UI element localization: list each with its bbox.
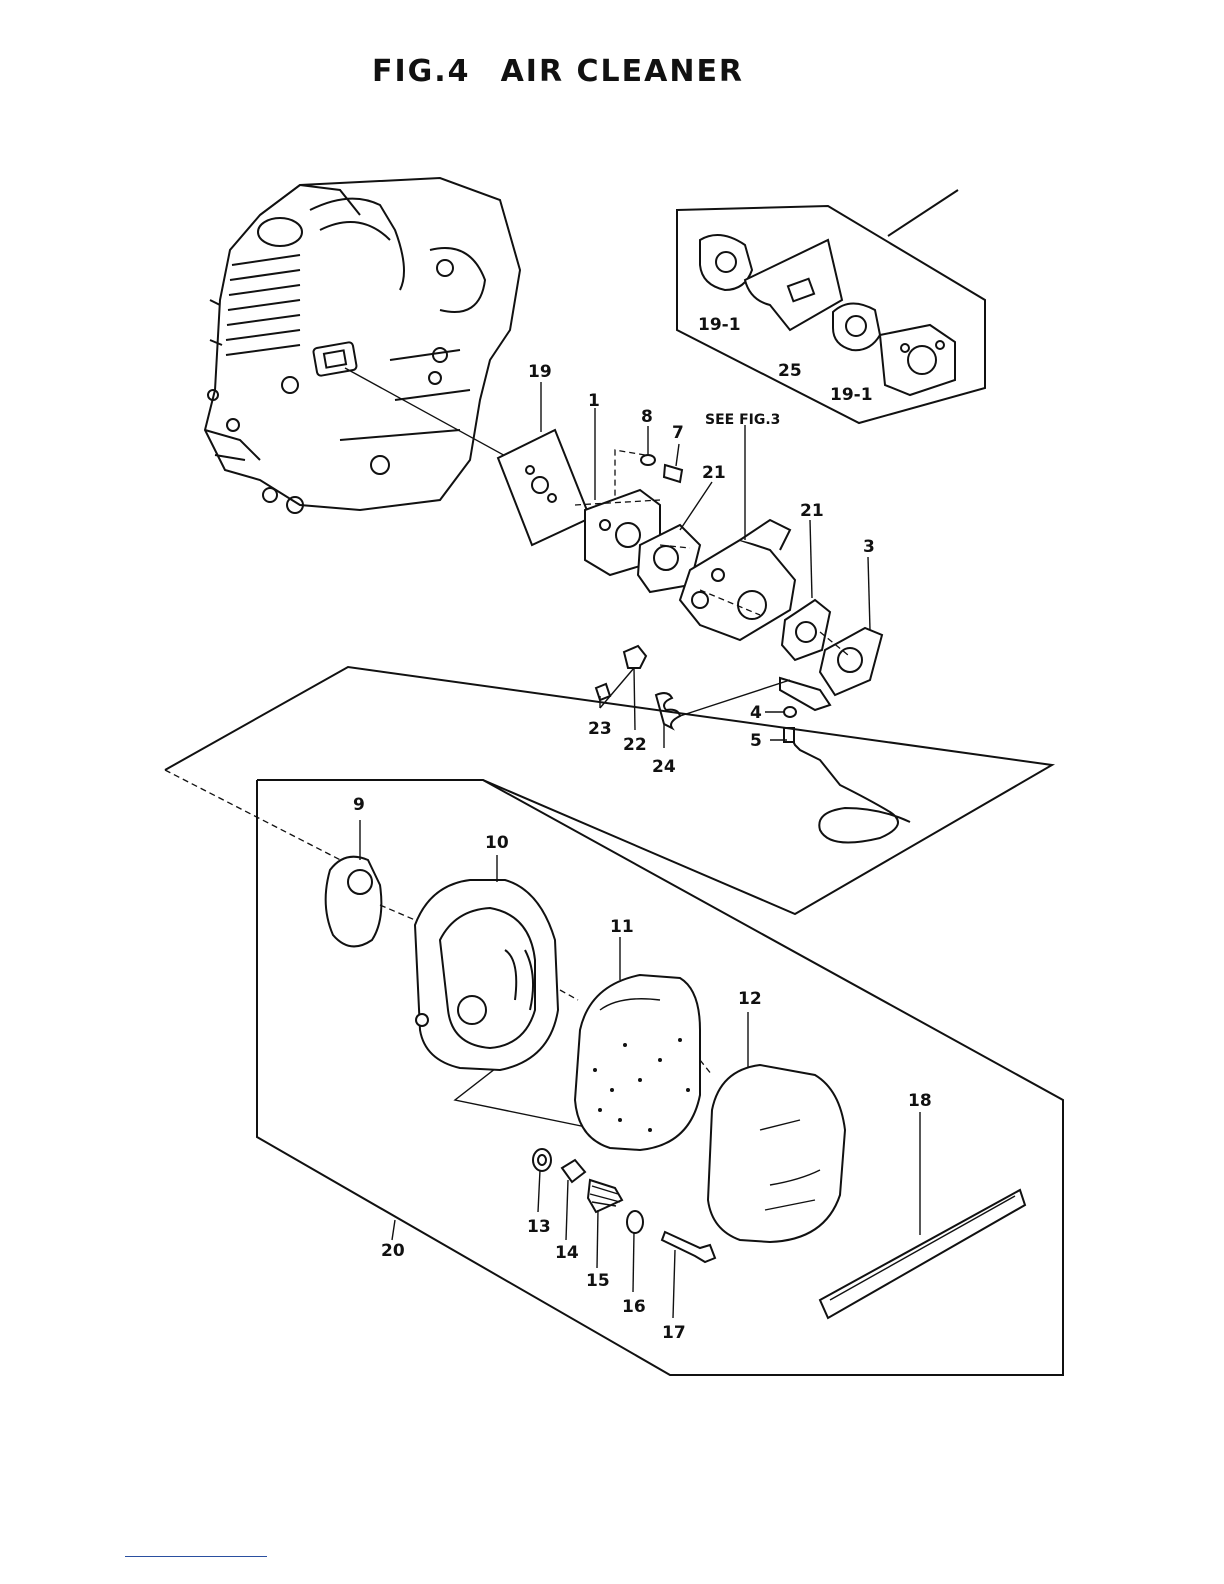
- insulator-block: [880, 325, 955, 395]
- callout-5: 5: [750, 731, 762, 751]
- collar-22: [624, 646, 646, 668]
- callout-18: 18: [908, 1091, 932, 1111]
- callout-9: 9: [353, 795, 365, 815]
- footer-divider: [125, 1556, 267, 1557]
- gasket-9: [326, 857, 382, 947]
- callout-8: 8: [641, 407, 653, 427]
- washer-13: [533, 1149, 551, 1171]
- spring-15: [588, 1180, 622, 1212]
- callout-17: 17: [662, 1323, 686, 1343]
- callout-23: 23: [588, 719, 612, 739]
- screw-17: [662, 1232, 715, 1262]
- callout-14: 14: [555, 1243, 579, 1263]
- collar-14: [562, 1160, 585, 1182]
- callout-22: 22: [623, 735, 647, 755]
- washer-8: [641, 455, 655, 465]
- callout-1: 1: [588, 391, 600, 411]
- gasket-19-1-right: [833, 303, 880, 350]
- callout-19: 19: [528, 362, 552, 382]
- callout-12: 12: [738, 989, 762, 1009]
- callout-15: 15: [586, 1271, 610, 1291]
- carburetor-assembly: [498, 382, 910, 843]
- callout-4: 4: [750, 703, 762, 723]
- washer-16: [627, 1211, 643, 1233]
- wire-5: [790, 735, 910, 843]
- plate-3: [820, 628, 882, 695]
- callout-16: 16: [622, 1297, 646, 1317]
- callout-19-1-left: 19-1: [698, 315, 741, 335]
- callout-3: 3: [863, 537, 875, 557]
- air-cleaner-parts: [326, 820, 1025, 1318]
- nut-4: [784, 707, 796, 717]
- screw-23: [596, 684, 610, 700]
- filter-element-11: [575, 975, 700, 1150]
- see-fig-3-note: SEE FIG.3: [705, 412, 780, 428]
- callout-20: 20: [381, 1241, 405, 1261]
- gasket-19-1-left: [700, 235, 752, 290]
- engine-illustration: [205, 178, 540, 513]
- callout-10: 10: [485, 833, 509, 853]
- callout-11: 11: [610, 917, 634, 937]
- callout-7: 7: [672, 423, 684, 443]
- callout-24: 24: [652, 757, 676, 777]
- bolt-7: [664, 465, 682, 482]
- callout-19-1-right: 19-1: [830, 385, 873, 405]
- callout-13: 13: [527, 1217, 551, 1237]
- callout-21-right: 21: [800, 501, 824, 521]
- callout-25: 25: [778, 361, 802, 381]
- gasket-19: [498, 430, 590, 545]
- air-cleaner-cover-12: [708, 1065, 845, 1242]
- callout-21-left: 21: [702, 463, 726, 483]
- seal-strip-18: [820, 1190, 1025, 1318]
